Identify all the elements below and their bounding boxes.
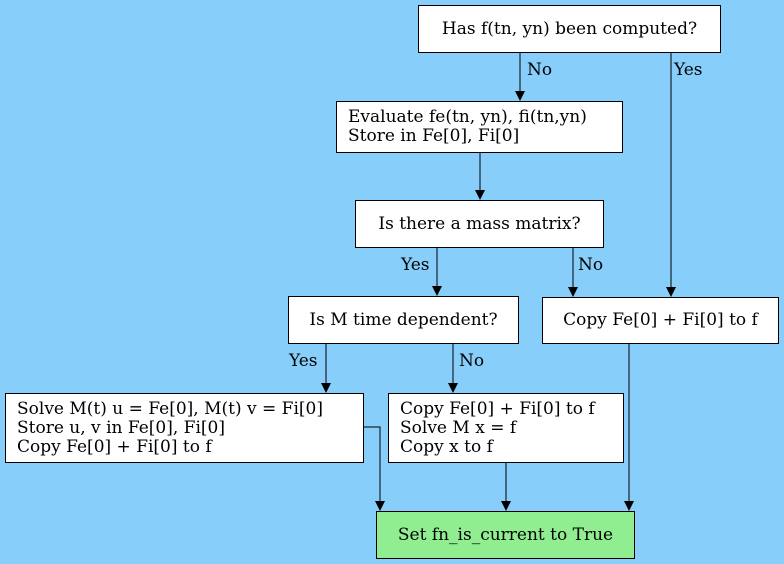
node-time-dependent-question: Is M time dependent? (288, 296, 519, 344)
edge-label-time-yes: Yes (289, 351, 318, 371)
node-text-line: Solve M x = f (400, 417, 517, 438)
node-solve-time-dependent: Solve M(t) u = Fe[0], M(t) v = Fi[0]Stor… (5, 393, 364, 463)
node-evaluate: Evaluate fe(tn, yn), fi(tn,yn)Store in F… (336, 101, 623, 153)
node-set-current: Set fn_is_current to True (376, 511, 635, 559)
node-mass-question-text: Is there a mass matrix? (378, 213, 581, 234)
node-copy-sum-text: Copy Fe[0] + Fi[0] to f (563, 311, 758, 330)
node-text-line: Copy Fe[0] + Fi[0] to f (563, 310, 758, 330)
node-text-line: Has f(tn, yn) been computed? (441, 18, 698, 39)
node-text-line: Set fn_is_current to True (397, 524, 614, 545)
node-mass-question: Is there a mass matrix? (355, 200, 604, 248)
edge-label-computed-yes: Yes (674, 60, 703, 80)
node-text-line: Store in Fe[0], Fi[0] (348, 126, 520, 146)
node-computed-question-text: Has f(tn, yn) been computed? (441, 18, 698, 39)
node-text-line: Is M time dependent? (309, 309, 498, 330)
node-solve-time-dependent-text: Solve M(t) u = Fe[0], M(t) v = Fi[0]Stor… (17, 398, 323, 457)
node-text-line: Copy x to f (400, 436, 493, 457)
node-text-line: Store u, v in Fe[0], Fi[0] (17, 417, 225, 438)
node-text-line: Evaluate fe(tn, yn), fi(tn,yn) (348, 107, 587, 127)
node-text-line: Solve M(t) u = Fe[0], M(t) v = Fi[0] (17, 398, 323, 419)
edge-solve-time-to-current (364, 426, 385, 511)
edge-label-computed-no: No (527, 60, 553, 80)
node-text-line: Copy Fe[0] + Fi[0] to f (17, 436, 212, 457)
edge-label-time-no: No (459, 351, 485, 371)
node-computed-question: Has f(tn, yn) been computed? (418, 5, 721, 53)
node-set-current-text: Set fn_is_current to True (397, 524, 614, 545)
node-copy-sum: Copy Fe[0] + Fi[0] to f (542, 297, 779, 344)
node-time-dependent-question-text: Is M time dependent? (309, 309, 498, 330)
edge-label-mass-no: No (578, 255, 604, 275)
node-text-line: Copy Fe[0] + Fi[0] to f (400, 398, 595, 419)
edge-label-mass-yes: Yes (401, 255, 430, 275)
node-text-line: Is there a mass matrix? (378, 213, 581, 234)
node-evaluate-text: Evaluate fe(tn, yn), fi(tn,yn)Store in F… (348, 108, 587, 146)
